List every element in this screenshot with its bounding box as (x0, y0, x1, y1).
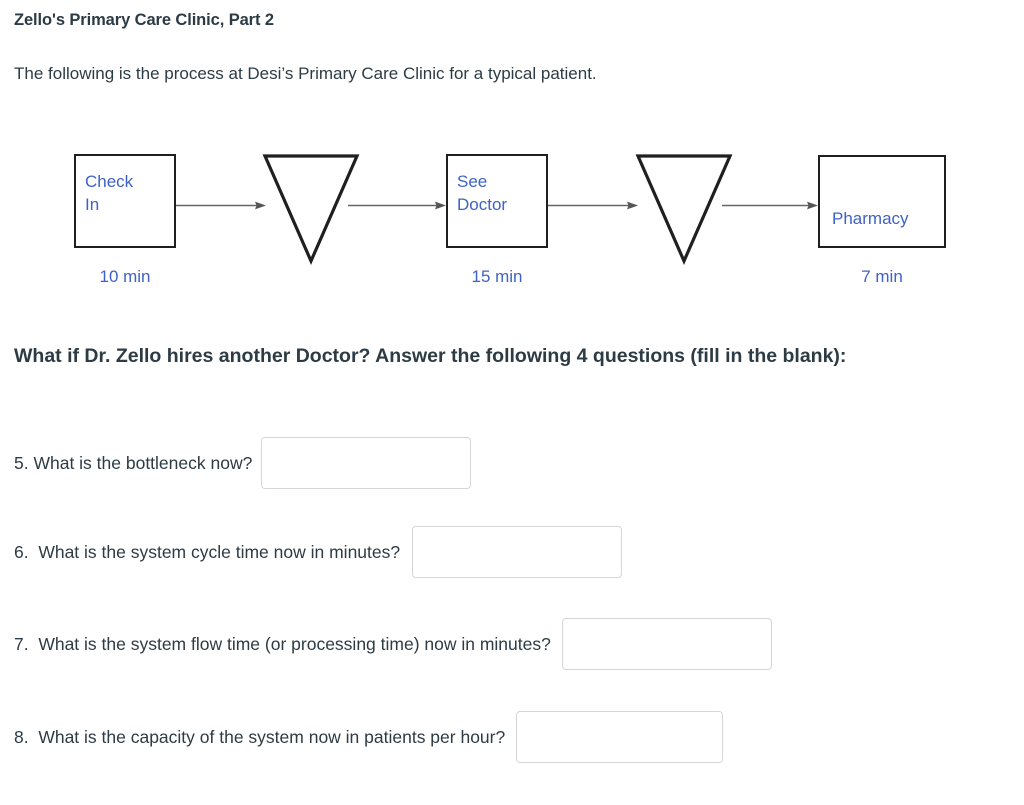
flow-arrow-1 (176, 198, 266, 210)
question-row-8: 8. What is the capacity of the system no… (14, 711, 724, 763)
question-6-text: 6. What is the system cycle time now in … (14, 541, 401, 562)
process-step-pharmacy: Pharmacy (818, 155, 946, 248)
process-step-see-doctor: See Doctor (446, 154, 548, 248)
page-title: Zello's Primary Care Clinic, Part 2 (14, 11, 274, 29)
process-buffer-triangle-1 (262, 153, 360, 265)
answer-input-8[interactable] (516, 711, 724, 763)
question-row-6: 6. What is the system cycle time now in … (14, 526, 623, 578)
process-flow-diagram: Check In 10 min See Doctor 15 min (0, 130, 1024, 310)
process-step-check-in: Check In (74, 154, 176, 248)
answer-input-7[interactable] (561, 618, 772, 670)
questions-prompt: What if Dr. Zello hires another Doctor? … (14, 345, 847, 367)
process-step-pharmacy-label: Pharmacy (832, 209, 909, 228)
question-7-text: 7. What is the system flow time (or proc… (14, 633, 551, 654)
process-step-pharmacy-time: 7 min (861, 267, 903, 286)
flow-arrow-4 (722, 198, 818, 210)
process-step-see-doctor-time: 15 min (471, 267, 523, 286)
process-step-check-in-label: Check In (85, 172, 134, 214)
question-row-7: 7. What is the system flow time (or proc… (14, 618, 772, 670)
process-buffer-triangle-2 (635, 153, 733, 265)
question-row-5: 5. What is the bottleneck now? (14, 437, 472, 489)
intro-paragraph: The following is the process at Desi’s P… (14, 64, 597, 83)
flow-arrow-2 (348, 198, 446, 210)
question-5-text: 5. What is the bottleneck now? (14, 452, 253, 473)
answer-input-6[interactable] (412, 526, 623, 578)
process-step-see-doctor-label: See Doctor (457, 172, 508, 214)
process-step-check-in-time: 10 min (99, 267, 151, 286)
answer-input-5[interactable] (261, 437, 472, 489)
question-8-text: 8. What is the capacity of the system no… (14, 726, 506, 747)
flow-arrow-3 (548, 198, 638, 210)
